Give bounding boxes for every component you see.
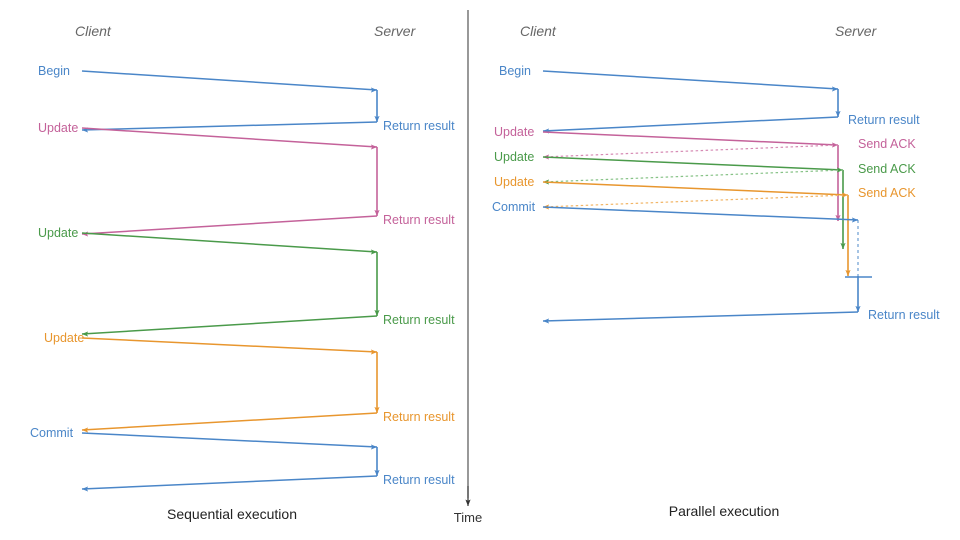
time-axis-label: Time xyxy=(454,510,482,525)
message-label-update: Update xyxy=(494,175,534,189)
message-arrow-return-result xyxy=(81,315,378,337)
message-arrow-return-result xyxy=(542,311,859,324)
message-arrow-send-ack xyxy=(542,144,839,160)
message-arrow-update xyxy=(81,337,378,355)
message-label-return-result: Return result xyxy=(383,119,455,133)
message-arrow-send-ack xyxy=(542,169,844,185)
message-arrow-update xyxy=(542,156,844,173)
message-label-update: Update xyxy=(494,150,534,164)
message-arrow-update xyxy=(81,127,378,150)
message-arrow-commit xyxy=(81,432,378,450)
message-label-return-result: Return result xyxy=(383,213,455,227)
message-arrow-update xyxy=(81,232,378,255)
message-arrow-return-result xyxy=(542,116,839,134)
message-label-return-result: Return result xyxy=(383,473,455,487)
message-label-send-ack: Send ACK xyxy=(858,186,916,200)
message-arrow-update xyxy=(542,131,839,148)
message-arrow-send-ack xyxy=(542,194,849,210)
message-arrow-return-result xyxy=(81,412,378,433)
message-arrow-return-result xyxy=(81,215,378,237)
lane-title-server: Server xyxy=(374,23,417,39)
message-label-return-result: Return result xyxy=(848,113,920,127)
message-label-update: Update xyxy=(38,121,78,135)
message-label-return-result: Return result xyxy=(868,308,940,322)
message-label-commit: Commit xyxy=(492,200,536,214)
lane-title-client: Client xyxy=(520,23,557,39)
panel-caption: Parallel execution xyxy=(669,503,780,519)
message-arrow-return-result xyxy=(81,475,378,492)
message-label-update: Update xyxy=(38,226,78,240)
panel-caption: Sequential execution xyxy=(167,506,297,522)
message-arrow-update xyxy=(542,181,849,198)
message-label-send-ack: Send ACK xyxy=(858,162,916,176)
lane-title-client: Client xyxy=(75,23,112,39)
message-arrow-commit xyxy=(542,206,859,223)
message-arrow-begin xyxy=(542,70,839,92)
lane-title-server: Server xyxy=(835,23,878,39)
message-label-return-result: Return result xyxy=(383,410,455,424)
message-arrow-return-result xyxy=(81,121,378,133)
message-label-update: Update xyxy=(494,125,534,139)
message-label-send-ack: Send ACK xyxy=(858,137,916,151)
message-label-commit: Commit xyxy=(30,426,74,440)
message-label-begin: Begin xyxy=(38,64,70,78)
message-label-update: Update xyxy=(44,331,84,345)
message-label-begin: Begin xyxy=(499,64,531,78)
message-label-return-result: Return result xyxy=(383,313,455,327)
message-arrow-begin xyxy=(81,70,378,93)
